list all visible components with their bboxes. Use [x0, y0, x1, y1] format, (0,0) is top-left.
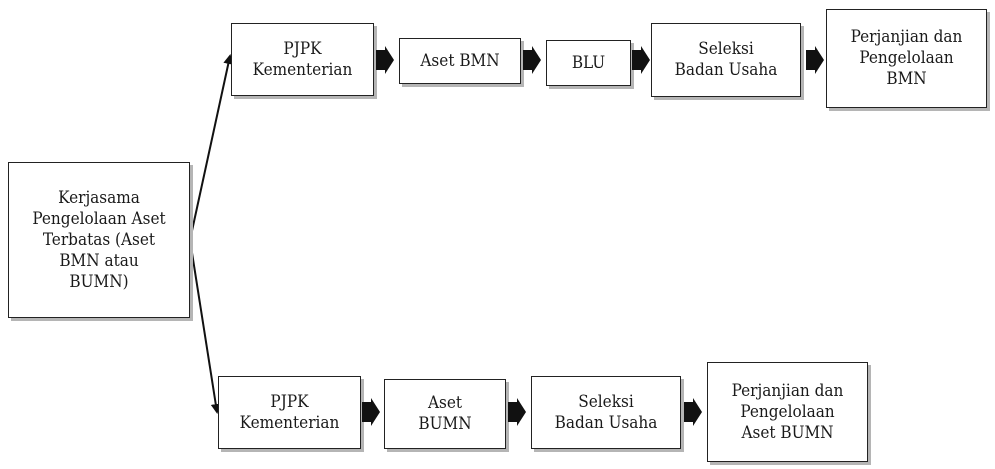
- block-arrow-icon: [632, 46, 650, 74]
- block-arrow-icon: [523, 46, 541, 74]
- block-arrow-icon: [362, 398, 380, 426]
- top-step-label: BLU: [571, 52, 606, 73]
- bottom-step-aset-bumn: Aset BUMN: [384, 379, 506, 449]
- block-arrow-icon: [806, 46, 824, 74]
- bottom-step-perjanjian-pengelolaan-aset-bumn: Perjanjian dan Pengelolaan Aset BUMN: [707, 362, 868, 462]
- block-arrow-icon: [684, 398, 702, 426]
- connector-to-bottom-flow: [189, 239, 221, 414]
- bottom-step-label: Aset BUMN: [418, 393, 472, 434]
- top-step-seleksi-badan-usaha: Seleksi Badan Usaha: [651, 23, 801, 97]
- top-step-label: Perjanjian dan Pengelolaan BMN: [850, 27, 963, 89]
- top-step-aset-bmn: Aset BMN: [399, 38, 521, 84]
- bottom-step-label: Perjanjian dan Pengelolaan Aset BUMN: [731, 380, 844, 443]
- connector-to-top-flow: [189, 54, 234, 241]
- bottom-step-seleksi-badan-usaha: Seleksi Badan Usaha: [531, 376, 681, 449]
- block-arrow-icon: [376, 46, 394, 74]
- root-label: Kerjasama Pengelolaan Aset Terbatas (Ase…: [32, 187, 166, 292]
- top-step-label: PJPK Kementerian: [252, 38, 353, 80]
- top-step-perjanjian-pengelolaan-bmn: Perjanjian dan Pengelolaan BMN: [826, 9, 987, 108]
- block-arrow-icon: [508, 398, 526, 426]
- root-box: Kerjasama Pengelolaan Aset Terbatas (Ase…: [8, 162, 190, 318]
- top-step-pjpk-kementerian: PJPK Kementerian: [231, 23, 374, 96]
- bottom-step-pjpk-kementerian: PJPK Kementerian: [218, 376, 361, 449]
- bottom-step-label: Seleksi Badan Usaha: [554, 391, 658, 433]
- top-step-label: Seleksi Badan Usaha: [674, 39, 778, 80]
- bottom-step-label: PJPK Kementerian: [239, 391, 340, 433]
- top-step-blu: BLU: [546, 40, 631, 86]
- top-step-label: Aset BMN: [420, 50, 500, 71]
